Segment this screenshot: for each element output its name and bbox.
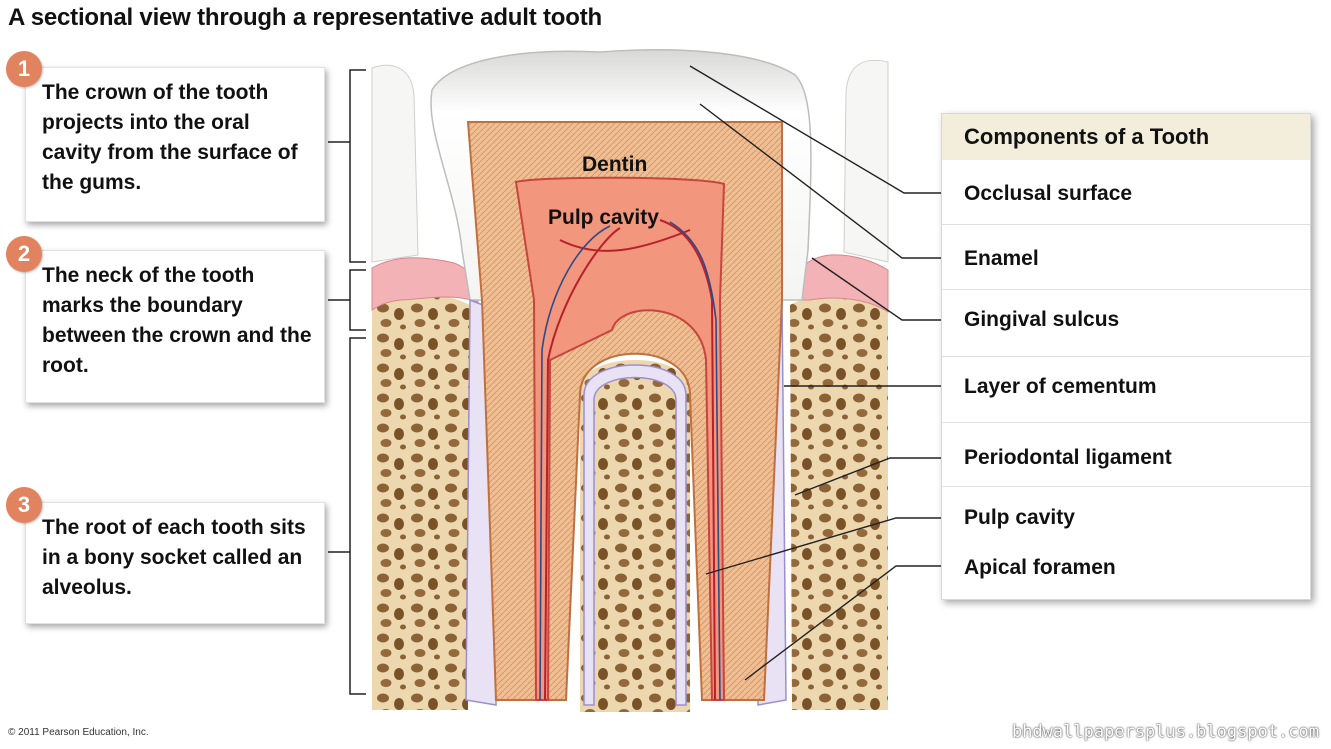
row-divider — [942, 486, 1310, 487]
right-neighbor-tooth — [843, 59, 889, 263]
left-neighbor-tooth — [371, 64, 419, 263]
root-callout: The root of each tooth sits in a bony so… — [25, 502, 325, 624]
root-term: root — [85, 516, 126, 539]
components-heading: Components of a Tooth — [942, 114, 1310, 160]
step-1-badge: 1 — [6, 51, 42, 87]
watermark: bhdwallpapersplus.blogspot.com — [1011, 722, 1319, 742]
left-gum — [371, 257, 479, 311]
page-title: A sectional view through a representativ… — [8, 4, 602, 31]
component-periodontal-ligament: Periodontal ligament — [964, 446, 1172, 469]
component-cementum: Layer of cementum — [964, 375, 1157, 398]
region-brackets — [328, 69, 366, 695]
component-gingival-sulcus: Gingival sulcus — [964, 308, 1120, 331]
blood-vessels — [544, 219, 716, 701]
component-apical-foramen: Apical foramen — [964, 556, 1116, 579]
inner-ligament — [583, 364, 687, 706]
row-divider — [942, 422, 1310, 423]
neck-callout: The neck of the tooth marks the boundary… — [25, 250, 325, 403]
components-panel: Components of a Tooth Occlusal surface E… — [941, 113, 1311, 600]
neck-term: neck — [85, 264, 134, 287]
crown-callout: The crown of the tooth projects into the… — [25, 67, 325, 222]
step-3-badge: 3 — [6, 487, 42, 523]
component-enamel: Enamel — [964, 247, 1039, 270]
alveolus-term: alveolus — [42, 576, 127, 599]
step-2-badge: 2 — [6, 236, 42, 272]
crown-term: crown — [85, 81, 148, 104]
right-bone — [790, 291, 888, 710]
pulp-cavity — [514, 176, 726, 701]
left-bone — [372, 293, 470, 710]
inter-root-bone — [580, 360, 690, 712]
component-pulp-cavity: Pulp cavity — [964, 506, 1075, 529]
copyright-notice: © 2011 Pearson Education, Inc. — [8, 727, 149, 738]
row-divider — [942, 224, 1310, 225]
nerves — [539, 221, 721, 701]
pulp-cavity-label: Pulp cavity — [548, 206, 659, 229]
row-divider — [942, 356, 1310, 357]
dentin-label: Dentin — [582, 153, 647, 176]
row-divider — [942, 289, 1310, 290]
leader-lines — [689, 65, 941, 681]
component-occlusal-surface: Occlusal surface — [964, 182, 1133, 205]
